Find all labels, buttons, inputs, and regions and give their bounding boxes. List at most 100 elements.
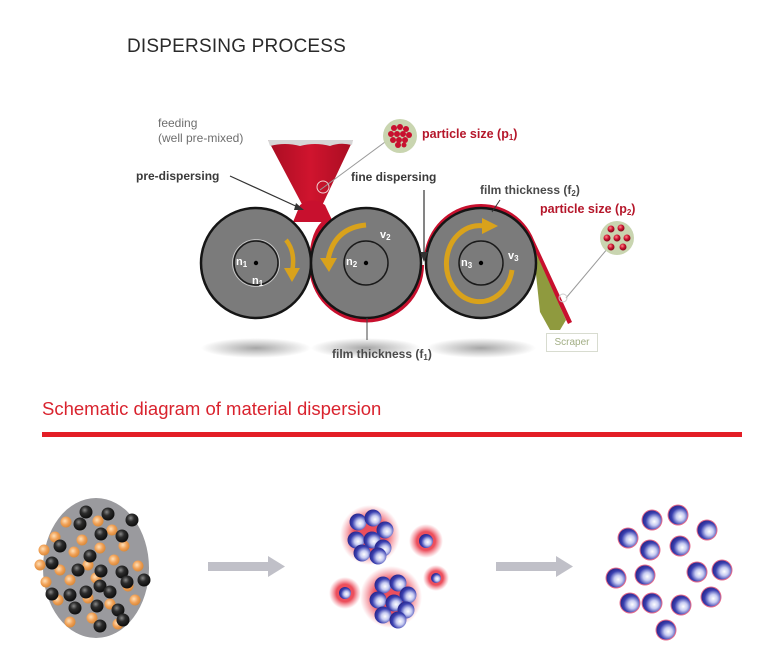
orange-particle xyxy=(86,612,98,624)
orange-particle xyxy=(64,574,76,586)
particle-size-p1-icon xyxy=(383,119,417,153)
orange-particle xyxy=(92,515,104,527)
film-thickness-f2-label: film thickness (f2) xyxy=(480,183,580,198)
roller-1-speed-label: n1 xyxy=(236,256,248,269)
roller-3 xyxy=(424,206,538,320)
rotation-arrow-icon xyxy=(482,218,498,234)
agglomerated-particle xyxy=(389,574,407,592)
agglomerated-particle xyxy=(376,521,394,539)
orange-particle xyxy=(132,560,144,572)
roller-2-velocity-label: v2 xyxy=(380,229,391,242)
black-particle xyxy=(63,588,77,602)
agglomerated-particle xyxy=(389,611,407,629)
orange-particle xyxy=(108,554,120,566)
agglomerated-particle xyxy=(374,576,392,594)
black-particle xyxy=(73,517,87,531)
black-particle xyxy=(53,539,67,553)
orange-particle xyxy=(49,531,61,543)
roller-shadow xyxy=(426,338,536,358)
black-particle xyxy=(111,603,125,617)
roller-1-inner-label: n1 xyxy=(252,275,264,288)
black-particle xyxy=(83,549,97,563)
rotation-arrow-icon xyxy=(320,258,337,272)
orange-particle xyxy=(54,564,66,576)
arrow-right-icon xyxy=(208,556,285,577)
orange-particle xyxy=(40,576,52,588)
black-particle xyxy=(125,513,139,527)
orange-particle xyxy=(76,534,88,546)
agglomerated-particle xyxy=(399,586,417,604)
roller-2 xyxy=(309,206,423,320)
feeding-label: feeding (well pre-mixed) xyxy=(158,116,244,145)
section-title: Schematic diagram of material dispersion xyxy=(42,398,382,419)
scraper-blade xyxy=(533,246,566,330)
single-particle xyxy=(419,534,433,548)
roller-shadow xyxy=(201,338,311,358)
scraper-label: Scraper xyxy=(546,333,598,352)
material-film-f2 xyxy=(424,203,572,324)
dispersed-particle xyxy=(620,593,640,613)
dispersed-particle xyxy=(671,595,691,615)
orange-particle xyxy=(38,544,50,556)
stage-dispersed xyxy=(605,504,733,641)
dispersed-particle xyxy=(687,562,707,582)
roller-3-velocity-label: v3 xyxy=(508,250,519,263)
black-particle xyxy=(103,585,117,599)
page-title: DISPERSING PROCESS xyxy=(127,36,346,57)
dispersed-particle xyxy=(606,568,626,588)
black-particle xyxy=(93,579,107,593)
leader-line-p1 xyxy=(319,141,386,191)
single-particle xyxy=(431,573,441,583)
dispersed-particle xyxy=(670,536,690,556)
orange-particle xyxy=(64,616,76,628)
black-particle xyxy=(71,563,85,577)
dispersed-particle xyxy=(712,560,732,580)
agglomerated-particle xyxy=(347,531,365,549)
leader-line-p2 xyxy=(565,247,609,299)
black-particle xyxy=(94,527,108,541)
dispersed-particle xyxy=(668,505,688,525)
agglomerated-particle xyxy=(353,544,371,562)
dispersed-particle xyxy=(701,587,721,607)
orange-particle xyxy=(118,540,130,552)
dispersed-particle xyxy=(635,565,655,585)
agglomerated-particle xyxy=(369,547,387,565)
particle-size-p1-label: particle size (p1) xyxy=(422,127,518,142)
black-particle xyxy=(79,505,93,519)
black-particle xyxy=(90,599,104,613)
leader-line-f2 xyxy=(491,199,501,213)
agglomerated-particle xyxy=(349,513,367,531)
orange-particle xyxy=(94,542,106,554)
orange-particle xyxy=(34,559,46,571)
particle-size-p2-icon xyxy=(600,221,634,255)
roller-1 xyxy=(199,206,313,320)
section-divider xyxy=(42,432,742,437)
stage-agglomerates xyxy=(329,505,449,629)
agglomerated-particle xyxy=(374,606,392,624)
roller-shadow xyxy=(311,338,421,358)
roller-2-speed-label: n2 xyxy=(346,256,358,269)
leader-line-pre-dispersing xyxy=(229,175,301,209)
orange-particle xyxy=(60,516,72,528)
agglomerated-particle xyxy=(364,509,382,527)
single-particle xyxy=(339,587,351,599)
agglomerated-particle xyxy=(369,591,387,609)
black-particle xyxy=(94,564,108,578)
black-particle xyxy=(93,619,107,633)
black-particle xyxy=(137,573,151,587)
stage-premixed xyxy=(34,498,151,638)
black-particle xyxy=(79,585,93,599)
pre-dispersing-label: pre-dispersing xyxy=(136,169,220,183)
fine-dispersing-label: fine dispersing xyxy=(351,170,437,184)
orange-particle xyxy=(129,594,141,606)
black-particle xyxy=(45,556,59,570)
dispersed-particle xyxy=(642,510,662,530)
black-particle xyxy=(101,507,115,521)
dispersed-particle xyxy=(618,528,638,548)
roller-3-speed-label: n3 xyxy=(461,257,473,270)
feeding-hopper xyxy=(268,140,353,222)
particle-size-p2-label: particle size (p2) xyxy=(540,202,636,217)
dispersed-particle xyxy=(697,520,717,540)
black-particle xyxy=(115,529,129,543)
